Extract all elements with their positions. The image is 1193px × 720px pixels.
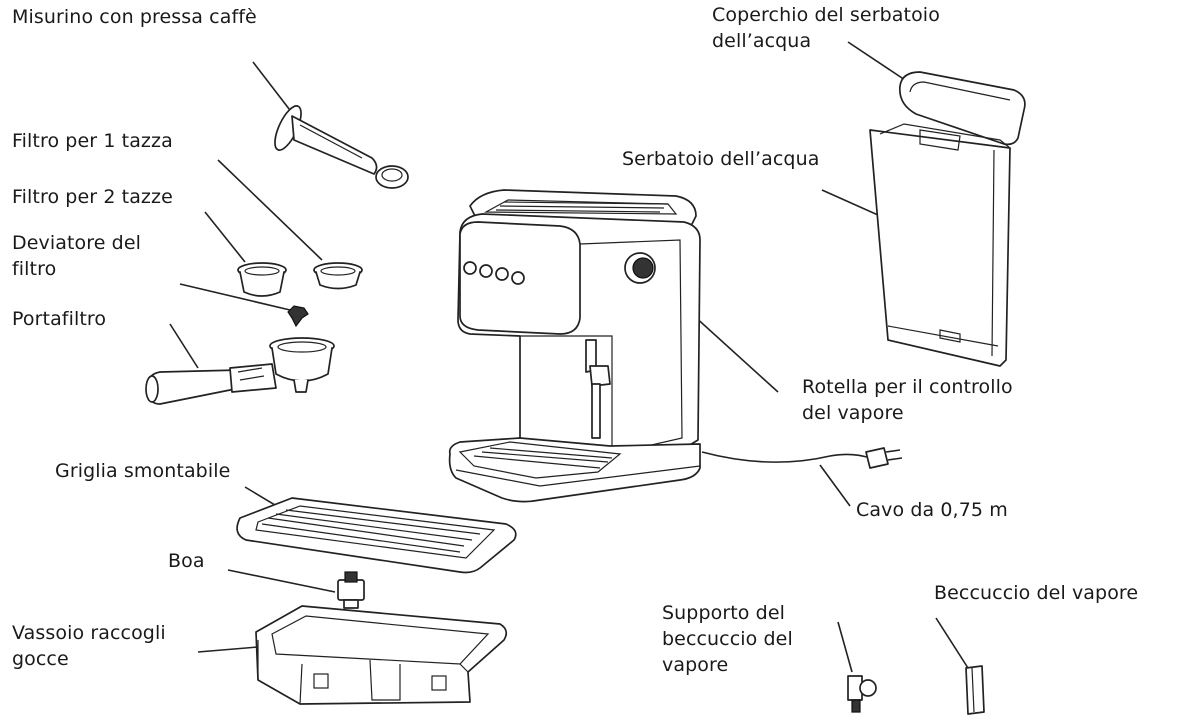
label-steam-knob-line1: Rotella per il controllo (802, 376, 1013, 398)
label-cable: Cavo da 0,75 m (856, 499, 1008, 521)
label-diverter: Deviatore del filtro (12, 230, 141, 282)
label-steam-wand-support-line2: beccuccio del (662, 628, 793, 650)
label-drip-grid: Griglia smontabile (55, 460, 231, 482)
label-tank-lid-line2: dell’acqua (712, 30, 812, 52)
label-drip-tray: Vassoio raccogli gocce (12, 620, 166, 672)
label-tank-lid-line1: Coperchio del serbatoio (712, 4, 940, 26)
label-drip-tray-line1: Vassoio raccogli (12, 622, 166, 644)
filter-one-cup-part (313, 262, 363, 290)
label-portafilter: Portafiltro (12, 308, 107, 330)
water-tank-part (869, 123, 1011, 367)
label-float: Boa (168, 550, 205, 572)
leader-portafilter (169, 323, 199, 369)
label-steam-wand: Beccuccio del vapore (934, 582, 1139, 604)
label-drip-tray-line2: gocce (12, 648, 69, 670)
portafilter-part (145, 337, 335, 405)
label-filter-two-cups: Filtro per 2 tazze (12, 186, 173, 208)
label-water-tank: Serbatoio dell’acqua (622, 148, 820, 170)
label-diverter-line1: Deviatore del (12, 232, 142, 254)
float-part (337, 571, 365, 609)
drip-tray-part (255, 605, 508, 705)
espresso-machine (448, 189, 903, 503)
leader-filter2 (204, 211, 246, 263)
label-steam-knob: Rotella per il controllo del vapore (802, 374, 1013, 426)
label-diverter-line2: filtro (12, 258, 57, 280)
leader-tamper (252, 61, 297, 119)
leader-wand (935, 617, 969, 669)
leader-float (227, 569, 336, 593)
leader-tray (197, 646, 259, 653)
label-tank-lid: Coperchio del serbatoio dell’acqua (712, 2, 940, 54)
tamper-part (274, 105, 409, 189)
tank-lid-part (898, 71, 1026, 146)
leader-wand-support (837, 621, 853, 673)
label-steam-wand-support: Supporto del beccuccio del vapore (662, 600, 793, 678)
steam-wand-support-part (847, 675, 877, 713)
filter-two-cups-part (237, 262, 287, 297)
leader-cable (819, 464, 851, 507)
label-steam-wand-support-line3: vapore (662, 654, 729, 676)
label-filter-one-cup: Filtro per 1 tazza (12, 130, 173, 152)
label-steam-wand-support-line1: Supporto del (662, 602, 786, 624)
leader-filter1 (217, 159, 323, 261)
label-tamper: Misurino con pressa caffè (12, 6, 257, 28)
steam-wand-part (965, 665, 985, 715)
drip-grid-part (236, 497, 517, 574)
leader-diverter (179, 283, 291, 311)
diverter-part (287, 305, 309, 328)
label-steam-knob-line2: del vapore (802, 402, 904, 424)
